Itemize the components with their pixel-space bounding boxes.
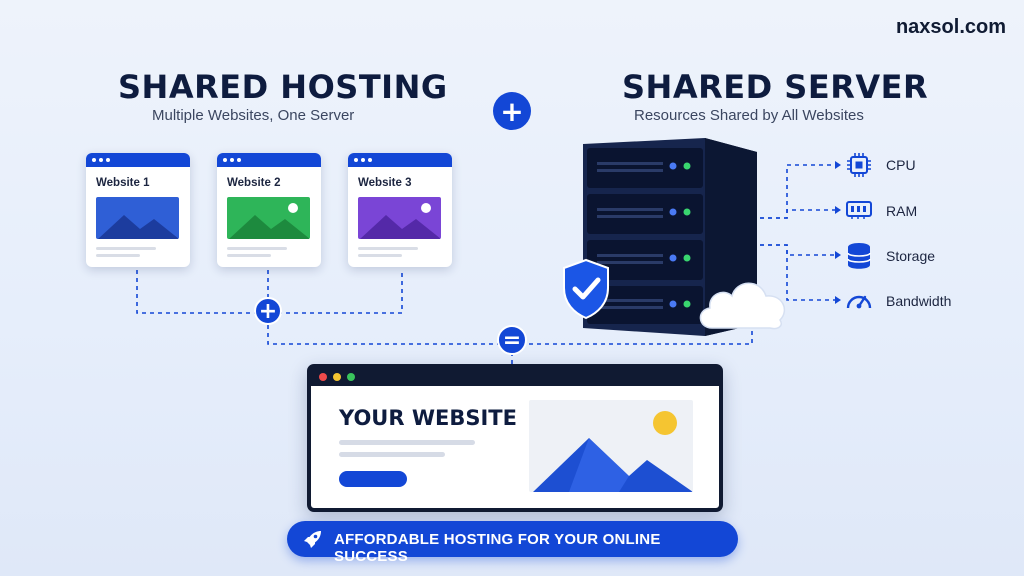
ram-icon xyxy=(846,201,872,219)
plus-icon: + xyxy=(254,297,282,325)
shared-server-subtitle: Resources Shared by All Websites xyxy=(634,107,864,124)
cpu-icon xyxy=(847,153,871,177)
cpu-label: CPU xyxy=(886,157,916,173)
maximize-dot-icon xyxy=(347,373,355,381)
websites-bracket-line xyxy=(136,270,403,314)
your-website-title: YOUR WEBSITE xyxy=(339,406,517,430)
cpu-connector-line xyxy=(760,164,835,219)
storage-icon xyxy=(847,243,871,269)
plus-icon: + xyxy=(493,92,531,130)
storage-label: Storage xyxy=(886,248,936,264)
image-placeholder-icon xyxy=(96,197,179,239)
image-placeholder-icon xyxy=(529,400,693,492)
image-placeholder-icon xyxy=(358,197,441,239)
tagline-banner: AFFORDABLE HOSTING FOR YOUR ONLINE SUCCE… xyxy=(287,521,738,565)
bandwidth-label: Bandwidth xyxy=(886,293,952,309)
sum-connector-line xyxy=(267,325,753,345)
website-label: Website 2 xyxy=(227,177,281,189)
close-dot-icon xyxy=(319,373,327,381)
shared-hosting-subtitle: Multiple Websites, One Server xyxy=(152,107,355,124)
ram-connector-line xyxy=(760,209,835,219)
brand-name: naxsol.com xyxy=(895,16,1006,38)
image-placeholder-icon xyxy=(227,197,310,239)
shared-hosting-title: SHARED HOSTING xyxy=(118,68,448,106)
shared-server-title: SHARED SERVER xyxy=(622,68,929,106)
website-window-3: Website 3 xyxy=(348,153,452,267)
website-label: Website 3 xyxy=(358,177,412,189)
shield-check-icon xyxy=(563,258,609,320)
bandwidth-connector-line xyxy=(760,244,835,301)
browser-title-bar xyxy=(311,368,719,386)
gauge-icon xyxy=(846,295,872,309)
your-website-window: YOUR WEBSITE xyxy=(307,364,723,512)
rocket-icon xyxy=(304,531,321,548)
website-label: Website 1 xyxy=(96,177,150,189)
minimize-dot-icon xyxy=(333,373,341,381)
equals-icon: = xyxy=(497,325,527,355)
website-window-1: Website 1 xyxy=(86,153,190,267)
ram-label: RAM xyxy=(886,203,918,219)
cta-button-placeholder xyxy=(339,471,407,487)
tagline-text: AFFORDABLE HOSTING FOR YOUR ONLINE SUCCE… xyxy=(334,531,661,565)
server-rack-icon xyxy=(583,138,757,336)
website-window-2: Website 2 xyxy=(217,153,321,267)
cloud-icon xyxy=(699,282,786,330)
